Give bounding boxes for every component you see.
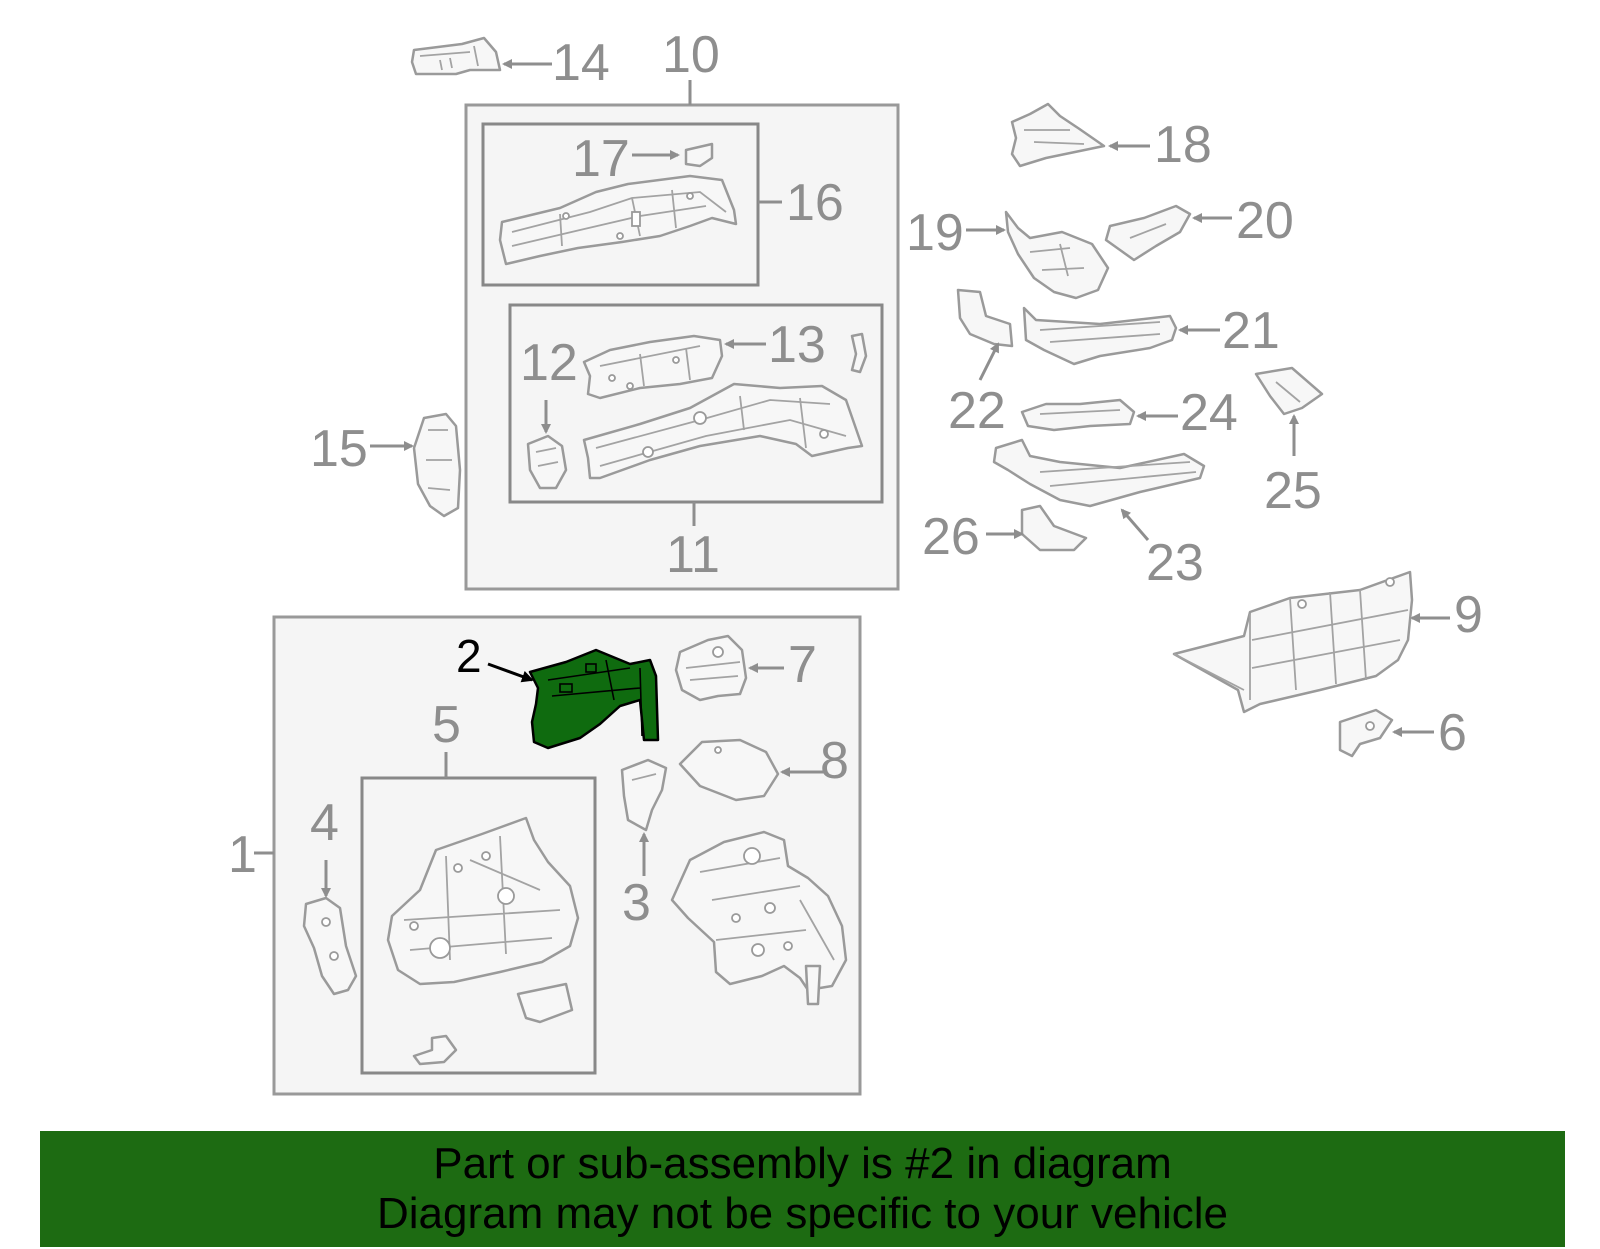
part-5-bracket-a[interactable] (516, 982, 574, 1024)
part-9[interactable] (1172, 570, 1450, 714)
part-20[interactable] (1104, 204, 1232, 262)
callout-labels: 1 2 3 4 5 6 7 8 9 10 11 12 13 14 15 16 1… (228, 26, 1483, 932)
part-4[interactable] (302, 860, 358, 996)
part-17[interactable] (632, 142, 714, 168)
callout-26: 26 (922, 508, 980, 566)
callout-1: 1 (228, 826, 257, 884)
part-6[interactable] (1338, 708, 1434, 758)
callout-13: 13 (768, 316, 826, 374)
part-24[interactable] (1020, 398, 1178, 432)
callout-5: 5 (432, 696, 461, 754)
part-7[interactable] (674, 634, 784, 702)
part-16[interactable] (498, 174, 738, 266)
callout-9: 9 (1454, 586, 1483, 644)
part-2-highlighted[interactable] (487, 648, 660, 750)
part-21[interactable] (1022, 306, 1220, 366)
part-apron[interactable] (670, 830, 848, 1006)
callout-19: 19 (906, 204, 964, 262)
callout-14: 14 (552, 34, 610, 92)
callout-15: 15 (310, 420, 368, 478)
banner-line-2: Diagram may not be specific to your vehi… (376, 1189, 1229, 1238)
part-12[interactable] (526, 400, 568, 490)
part-22[interactable] (956, 288, 1014, 381)
part-23[interactable] (992, 438, 1206, 541)
callout-18: 18 (1154, 116, 1212, 174)
part-8[interactable] (678, 738, 826, 802)
callout-2: 2 (456, 630, 482, 682)
callout-25: 25 (1264, 462, 1322, 520)
callout-7: 7 (788, 636, 817, 694)
part-5[interactable] (386, 816, 580, 986)
callout-24: 24 (1180, 384, 1238, 442)
callout-3: 3 (622, 874, 651, 932)
part-5-bracket-b[interactable] (412, 1034, 458, 1066)
callout-23: 23 (1146, 534, 1204, 592)
callout-10: 10 (662, 26, 720, 84)
part-15[interactable] (370, 412, 462, 518)
callout-21: 21 (1222, 302, 1280, 360)
info-banner: Part or sub-assembly is #2 in diagram Di… (40, 1131, 1565, 1247)
part-25[interactable] (1254, 366, 1324, 456)
callout-16: 16 (786, 174, 844, 232)
callout-22: 22 (948, 382, 1006, 440)
callout-12: 12 (520, 334, 578, 392)
callout-11: 11 (666, 526, 720, 584)
callout-17: 17 (572, 130, 630, 188)
part-11[interactable] (582, 382, 864, 480)
callout-4: 4 (310, 794, 339, 852)
callout-20: 20 (1236, 192, 1294, 250)
callout-8: 8 (820, 732, 849, 790)
part-bracket-small[interactable] (850, 332, 868, 374)
part-26[interactable] (986, 504, 1088, 552)
part-14[interactable] (410, 36, 552, 76)
part-3[interactable] (620, 758, 668, 876)
banner-line-1: Part or sub-assembly is #2 in diagram (433, 1139, 1172, 1188)
part-19[interactable] (966, 210, 1110, 300)
callout-6: 6 (1438, 704, 1467, 762)
part-13[interactable] (582, 334, 766, 400)
part-18[interactable] (1010, 102, 1150, 168)
